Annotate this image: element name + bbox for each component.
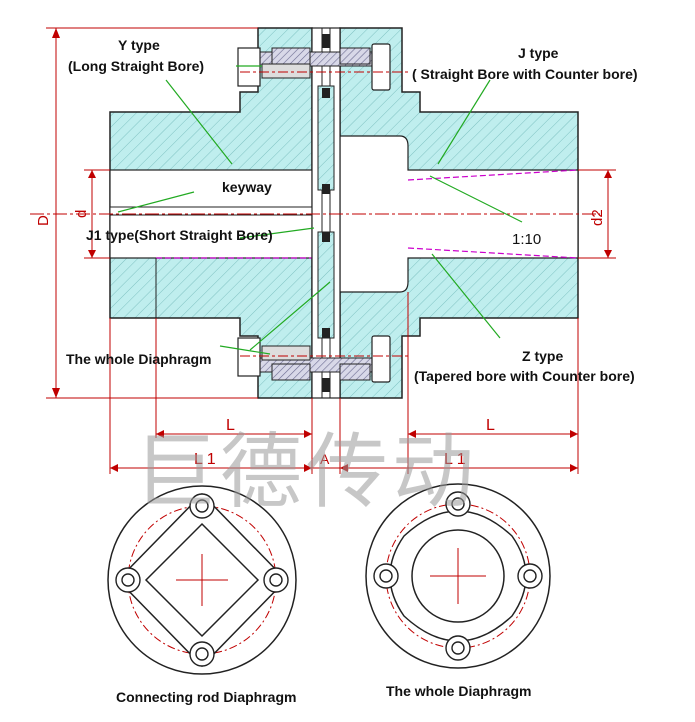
dim-d2: d2 bbox=[589, 209, 606, 226]
label-y-type: Y type bbox=[118, 37, 160, 53]
caption-connecting-rod-diaphragm: Connecting rod Diaphragm bbox=[116, 689, 296, 705]
top-bolt bbox=[237, 43, 391, 91]
dim-L-right: L bbox=[486, 417, 495, 434]
label-taper-ratio: 1:10 bbox=[512, 231, 541, 248]
connecting-rod-diaphragm-view bbox=[107, 485, 297, 675]
diaphragm-pack bbox=[311, 27, 341, 399]
label-z-type-desc: (Tapered bore with Counter bore) bbox=[414, 368, 635, 384]
dim-A: A bbox=[320, 451, 330, 467]
label-j-type-desc: ( Straight Bore with Counter bore) bbox=[412, 66, 638, 82]
label-whole-diaphragm-side: The whole Diaphragm bbox=[66, 351, 211, 367]
dim-L-left: L bbox=[226, 417, 235, 434]
section-view bbox=[30, 27, 600, 399]
label-z-type: Z type bbox=[522, 348, 563, 364]
watermark: 巨德传动 bbox=[134, 425, 478, 520]
dim-L1-right: L 1 bbox=[444, 451, 466, 468]
label-j-type: J type bbox=[518, 45, 559, 61]
dim-d: d bbox=[73, 210, 90, 218]
dim-L1-left: L 1 bbox=[194, 451, 216, 468]
label-y-type-desc: (Long Straight Bore) bbox=[68, 58, 204, 74]
label-keyway: keyway bbox=[222, 179, 272, 195]
tapered-bore bbox=[407, 169, 579, 259]
leader-lines bbox=[117, 65, 523, 355]
dim-D: D bbox=[35, 215, 52, 226]
label-j1-type: J1 type(Short Straight Bore) bbox=[86, 227, 273, 243]
whole-diaphragm-view bbox=[365, 483, 551, 669]
caption-whole-diaphragm: The whole Diaphragm bbox=[386, 683, 531, 699]
dimension-arrows bbox=[52, 28, 612, 472]
dimension-lines bbox=[46, 27, 616, 474]
bolt-hole-icon bbox=[115, 493, 289, 667]
bolt-hole-icon bbox=[373, 491, 543, 661]
